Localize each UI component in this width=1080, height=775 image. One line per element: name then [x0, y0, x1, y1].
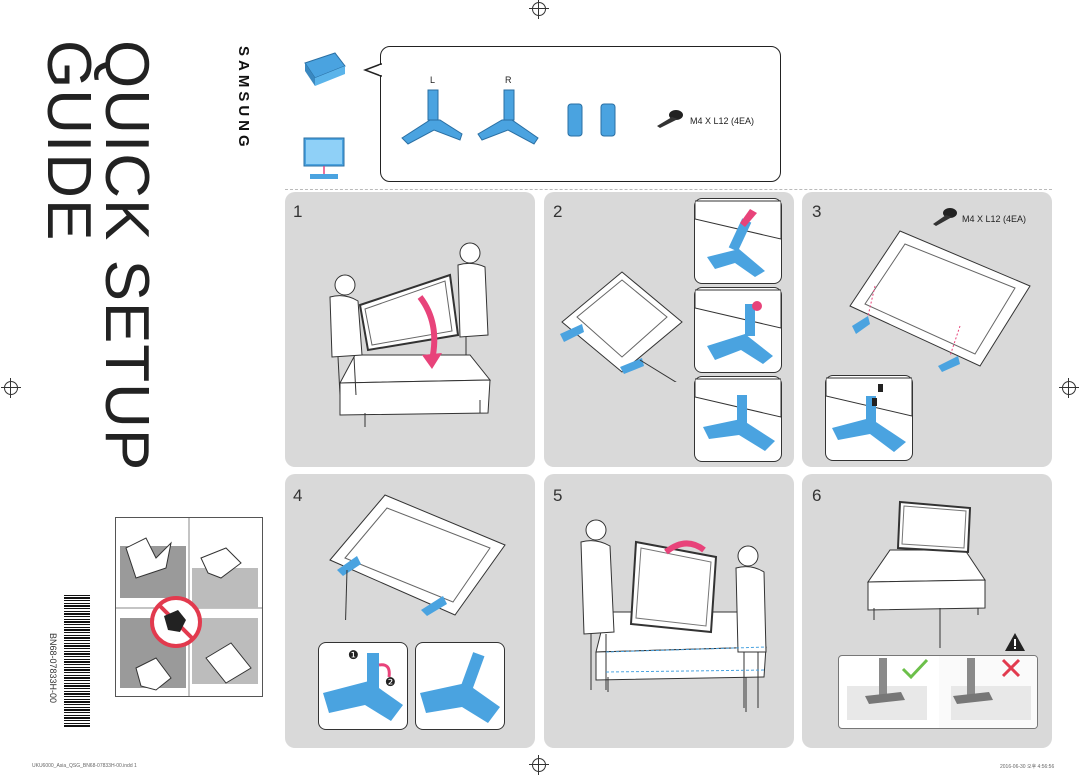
step-number: 5	[553, 486, 563, 505]
divider	[285, 189, 1052, 190]
footer-right: 2016-06-30 오후 4:56:56	[1000, 764, 1055, 770]
step-number: 2	[553, 202, 563, 221]
no-touch-panel	[115, 517, 263, 697]
stand-left	[401, 89, 463, 145]
step-2-inset-2	[694, 287, 782, 373]
footer-left: UKU6000_Asia_QSG_BN68-07833H-00.indd 1	[32, 763, 137, 769]
brand-logo: SAMSUNG	[235, 46, 252, 151]
warning-icon	[1005, 633, 1025, 651]
step-4-inset-1	[318, 642, 408, 730]
screw-icon	[657, 110, 683, 128]
step-4-callout-2: ❷	[385, 675, 396, 689]
guide-piece	[567, 103, 583, 137]
registration-mark-icon	[1, 378, 21, 398]
step-2-illustration	[560, 271, 683, 382]
step-4-illustration	[329, 494, 506, 620]
step-3-screw-label: M4 X L12 (4EA)	[962, 214, 1027, 224]
step-4-callout-1: ❶	[348, 648, 359, 662]
step-3-illustration	[849, 230, 1031, 372]
step-1-illustration	[329, 242, 492, 427]
stand-left-label: L	[430, 75, 436, 85]
registration-mark-icon	[1059, 378, 1079, 398]
check-icon	[901, 658, 929, 680]
cross-icon	[1001, 658, 1021, 678]
step-number: 6	[812, 486, 822, 505]
step-6-comparison	[838, 655, 1038, 729]
step-2-inset-1	[694, 198, 782, 284]
step-5-illustration	[580, 519, 767, 712]
step-number: 1	[293, 202, 303, 221]
screw-icon	[933, 208, 957, 226]
step-number: 4	[293, 486, 303, 505]
stand-right	[477, 89, 539, 145]
registration-mark-icon	[529, 755, 549, 775]
screw-label: M4 X L12 (4EA)	[690, 116, 755, 126]
tv-icon	[303, 137, 345, 179]
barcode-text: BN68-07833H-00	[48, 633, 58, 704]
step-6-illustration	[867, 500, 986, 648]
step-3-inset	[825, 375, 913, 461]
barcode	[64, 595, 90, 727]
title-guide: GUIDE	[34, 40, 103, 242]
registration-mark-icon	[529, 0, 549, 19]
step-2-inset-3	[694, 376, 782, 462]
step-4-inset-2	[415, 642, 505, 730]
box-icon	[304, 52, 346, 86]
step-number: 3	[812, 202, 822, 221]
bubble-pointer	[363, 62, 383, 78]
guide-piece	[600, 103, 616, 137]
stand-right-label: R	[505, 75, 512, 85]
